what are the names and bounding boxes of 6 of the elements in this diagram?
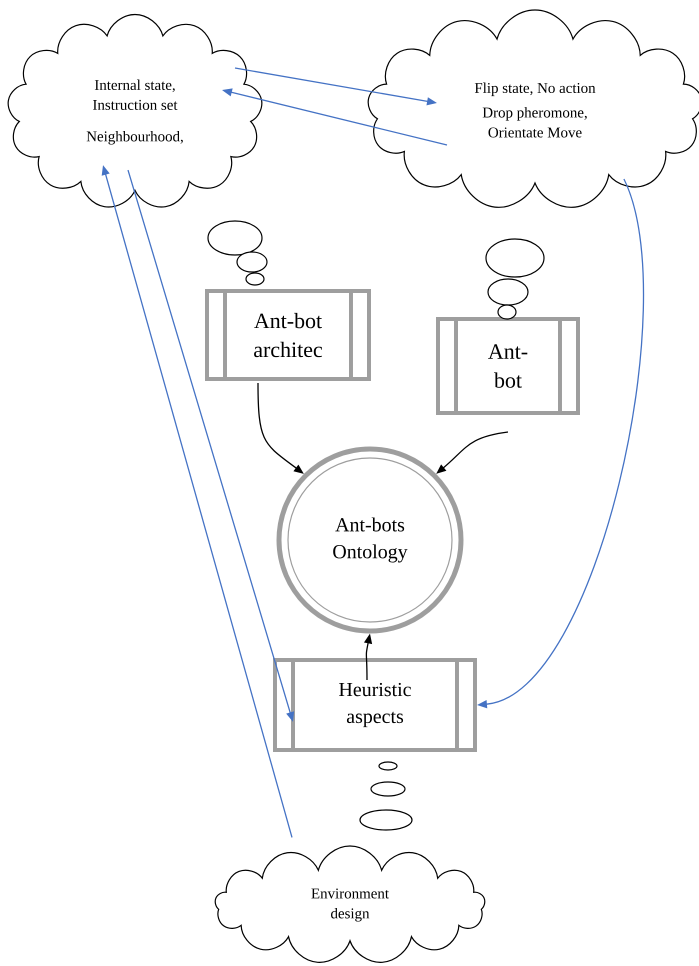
process-box: Ant-bot [436, 317, 580, 415]
cloud: Flip state, No action Drop pheromone, Orientate Move [368, 9, 699, 208]
cloud: Internal state, Instruction set Neighbourhood, [8, 14, 262, 208]
cloud: Environment design [214, 845, 486, 963]
process-box: Ant-bot architec [205, 289, 371, 381]
process-box: Heuristic aspects [273, 658, 477, 752]
